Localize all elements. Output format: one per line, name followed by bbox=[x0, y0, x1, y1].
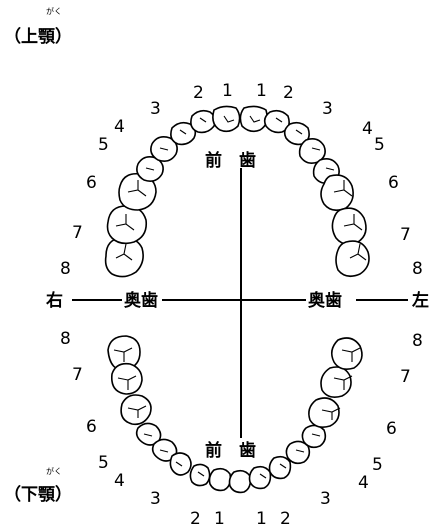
upper-left-tooth-7 bbox=[332, 208, 366, 244]
lower-right-tooth-1 bbox=[210, 469, 231, 491]
lower-right-tooth-7 bbox=[112, 364, 142, 394]
upper-right-num-1: 1 bbox=[222, 81, 233, 101]
front-teeth-lower-label: 前 歯 bbox=[205, 440, 256, 461]
lower-left-num-6: 6 bbox=[386, 419, 397, 439]
side-right-label: 右 bbox=[46, 290, 63, 311]
upper-right-num-7: 7 bbox=[72, 223, 83, 243]
upper-left-tooth-1 bbox=[240, 106, 267, 131]
upper-left-num-3: 3 bbox=[322, 99, 333, 119]
upper-teeth bbox=[106, 106, 369, 276]
lower-right-num-5: 5 bbox=[98, 453, 109, 473]
lower-left-num-5: 5 bbox=[372, 455, 383, 475]
back-teeth-right-side-label: 奥歯 bbox=[124, 290, 158, 311]
lower-left-tooth-7 bbox=[321, 367, 351, 397]
lower-right-tooth-3 bbox=[170, 453, 191, 475]
lower-right-num-1: 1 bbox=[214, 509, 225, 529]
lower-right-num-2: 2 bbox=[190, 509, 201, 529]
upper-right-num-3: 3 bbox=[150, 99, 161, 119]
lower-left-num-7: 7 bbox=[400, 367, 411, 387]
upper-jaw-label: （上顎） bbox=[4, 26, 72, 47]
front-teeth-upper-label: 前 歯 bbox=[205, 150, 256, 171]
upper-jaw-ruby: がく bbox=[46, 6, 62, 16]
lower-right-tooth-2 bbox=[190, 464, 209, 485]
lower-left-num-2: 2 bbox=[280, 509, 291, 529]
lower-right-num-4: 4 bbox=[114, 471, 125, 491]
upper-left-num-1: 1 bbox=[256, 81, 267, 101]
back-teeth-left-side-label: 奥歯 bbox=[308, 290, 342, 311]
lower-jaw-label: （下顎） bbox=[4, 484, 72, 505]
upper-right-num-8: 8 bbox=[60, 259, 71, 279]
lower-right-num-3: 3 bbox=[150, 489, 161, 509]
lower-left-tooth-5 bbox=[302, 425, 325, 447]
upper-left-num-7: 7 bbox=[400, 225, 411, 245]
lower-right-num-6: 6 bbox=[86, 417, 97, 437]
lower-left-tooth-3 bbox=[270, 457, 291, 479]
lower-left-tooth-8 bbox=[332, 338, 362, 369]
upper-left-num-2: 2 bbox=[283, 83, 294, 103]
lower-left-num-4: 4 bbox=[358, 473, 369, 493]
upper-right-tooth-2 bbox=[191, 111, 215, 133]
lower-teeth bbox=[108, 336, 362, 492]
lower-left-num-1: 1 bbox=[256, 509, 267, 529]
upper-right-num-5: 5 bbox=[98, 135, 109, 155]
lower-jaw-ruby: がく bbox=[46, 466, 62, 476]
lower-left-num-3: 3 bbox=[320, 489, 331, 509]
upper-left-num-8: 8 bbox=[412, 259, 423, 279]
upper-right-num-2: 2 bbox=[193, 83, 204, 103]
upper-left-num-6: 6 bbox=[388, 173, 399, 193]
upper-left-num-4: 4 bbox=[362, 119, 373, 139]
lower-left-num-8: 8 bbox=[412, 331, 423, 351]
lower-left-tooth-1 bbox=[230, 471, 251, 493]
lower-right-num-8: 8 bbox=[60, 329, 71, 349]
side-left-label: 左 bbox=[412, 290, 429, 311]
lower-left-tooth-2 bbox=[250, 467, 271, 489]
upper-right-num-4: 4 bbox=[114, 117, 125, 137]
upper-right-num-6: 6 bbox=[86, 173, 97, 193]
upper-left-num-5: 5 bbox=[374, 135, 385, 155]
lower-left-tooth-6 bbox=[309, 398, 339, 427]
lower-right-num-7: 7 bbox=[72, 365, 83, 385]
